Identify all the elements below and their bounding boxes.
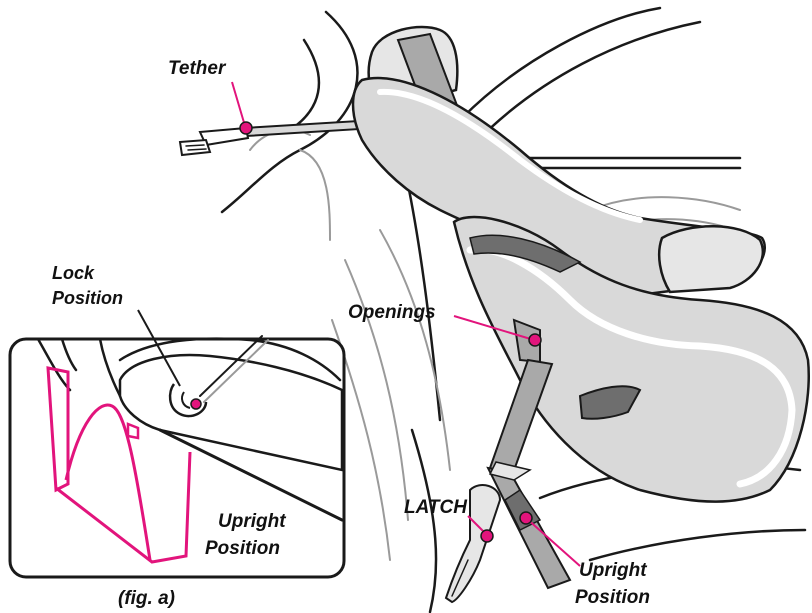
upright-callout-dot xyxy=(520,512,532,524)
main-upright-label-line2: Position xyxy=(575,587,650,608)
latch-callout-dot xyxy=(481,530,493,542)
openings-callout-dot xyxy=(529,334,541,346)
tether-label: Tether xyxy=(168,58,227,79)
inset-upright-label-line2: Position xyxy=(205,538,280,559)
figure-caption: (fig. a) xyxy=(118,588,175,609)
lock-position-label-line2: Position xyxy=(52,288,123,308)
tether-callout-dot xyxy=(240,122,252,134)
lock-position-label-line1: Lock xyxy=(52,263,95,283)
main-upright-label-line1: Upright xyxy=(579,560,647,581)
latch-label: LATCH xyxy=(404,497,468,518)
tether-strap xyxy=(180,120,376,155)
openings-label: Openings xyxy=(348,302,436,323)
inset-figure-a xyxy=(10,336,344,577)
inset-upright-label-line1: Upright xyxy=(218,511,286,532)
